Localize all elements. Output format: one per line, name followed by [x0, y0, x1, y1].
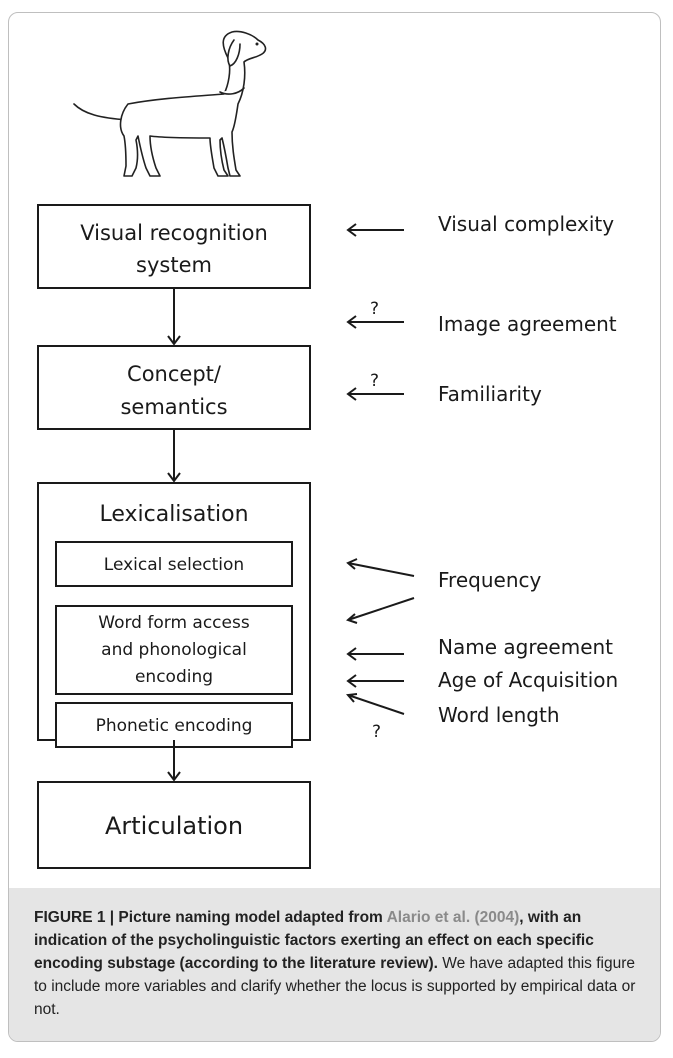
caption-title-rest: , with an indication of the psycholingui…	[34, 909, 594, 972]
concept-label: Concept/	[127, 362, 222, 386]
lexical-selection-box	[55, 541, 293, 587]
flow-arrows	[167, 288, 181, 782]
caption-title: FIGURE 1 | Picture naming model adapted …	[34, 909, 387, 926]
word-form-label-line2: and phonological	[101, 640, 247, 660]
factor-frequency: Frequency	[438, 568, 541, 592]
uncertain-marker-familiarity: ?	[370, 371, 379, 391]
visual-recognition-label-line2: system	[136, 253, 212, 277]
factor-name-agreement: Name agreement	[438, 635, 613, 659]
articulation-label: Articulation	[105, 812, 243, 840]
factor-arrows	[346, 223, 415, 715]
picture-naming-diagram: Visual recognition system Concept/ seman…	[37, 30, 618, 869]
factor-word-length: Word length	[438, 703, 560, 727]
visual-recognition-box	[37, 204, 311, 289]
uncertain-marker-image-agreement: ?	[370, 299, 379, 319]
caption-background	[9, 888, 660, 1041]
factor-age-of-acquisition: Age of Acquisition	[438, 668, 618, 692]
word-form-box	[55, 605, 293, 695]
factor-familiarity: Familiarity	[438, 382, 542, 406]
visual-recognition-label: Visual recognition	[80, 221, 268, 245]
articulation-box	[37, 781, 311, 869]
caption-body: We have adapted this figure to include m…	[34, 955, 636, 1018]
phonetic-encoding-box	[55, 702, 293, 748]
word-form-label-line3: encoding	[135, 667, 213, 687]
factor-visual-complexity: Visual complexity	[438, 212, 614, 236]
figure-caption: FIGURE 1 | Picture naming model adapted …	[34, 906, 644, 1021]
caption-reference-link[interactable]: Alario et al. (2004)	[386, 909, 520, 926]
phonetic-encoding-label: Phonetic encoding	[96, 716, 253, 736]
factor-image-agreement: Image agreement	[438, 312, 617, 336]
lexical-selection-label: Lexical selection	[104, 555, 244, 575]
concept-label-line2: semantics	[120, 395, 227, 419]
dog-illustration	[73, 30, 267, 177]
word-form-label-line1: Word form access	[98, 613, 250, 633]
uncertain-marker-word-length: ?	[372, 722, 381, 742]
lexicalisation-label: Lexicalisation	[99, 502, 248, 527]
concept-semantics-box	[37, 345, 311, 430]
